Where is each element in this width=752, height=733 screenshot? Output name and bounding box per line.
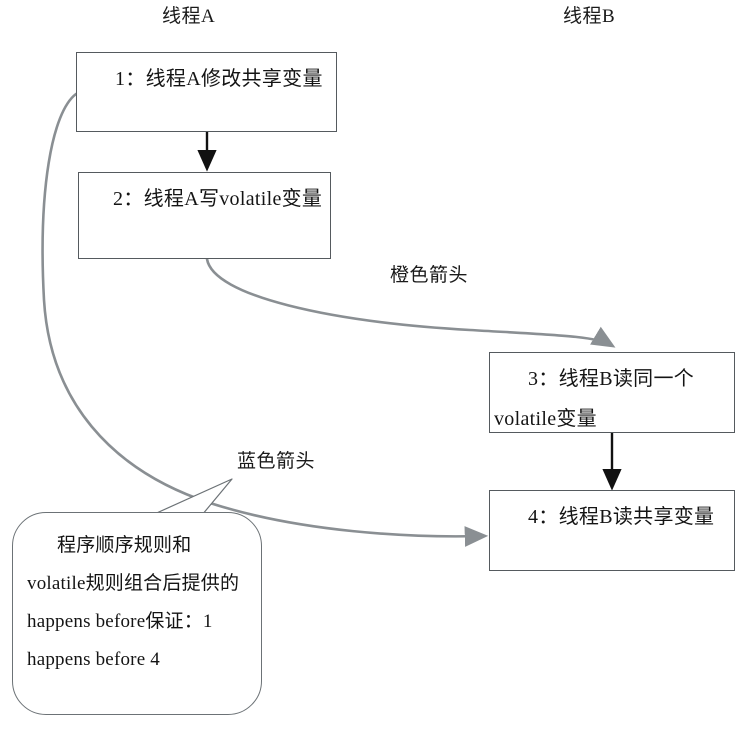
lane-title-thread-a: 线程A: [162, 6, 216, 27]
process-box-step-3[interactable]: 3：线程B读同一个volatile变量: [489, 352, 735, 433]
process-box-step-4[interactable]: 4：线程B读共享变量: [489, 490, 735, 571]
lane-title-thread-b: 线程B: [563, 6, 616, 27]
process-box-step-1[interactable]: 1：线程A修改共享变量: [76, 52, 337, 132]
callout-happens-before-note[interactable]: 程序顺序规则和volatile规则组合后提供的happens before保证：…: [12, 512, 262, 715]
edge-label-orange-arrow: 橙色箭头: [390, 265, 469, 286]
edge-label-blue-arrow: 蓝色箭头: [237, 451, 316, 472]
process-box-step-2[interactable]: 2：线程A写volatile变量: [78, 172, 331, 259]
